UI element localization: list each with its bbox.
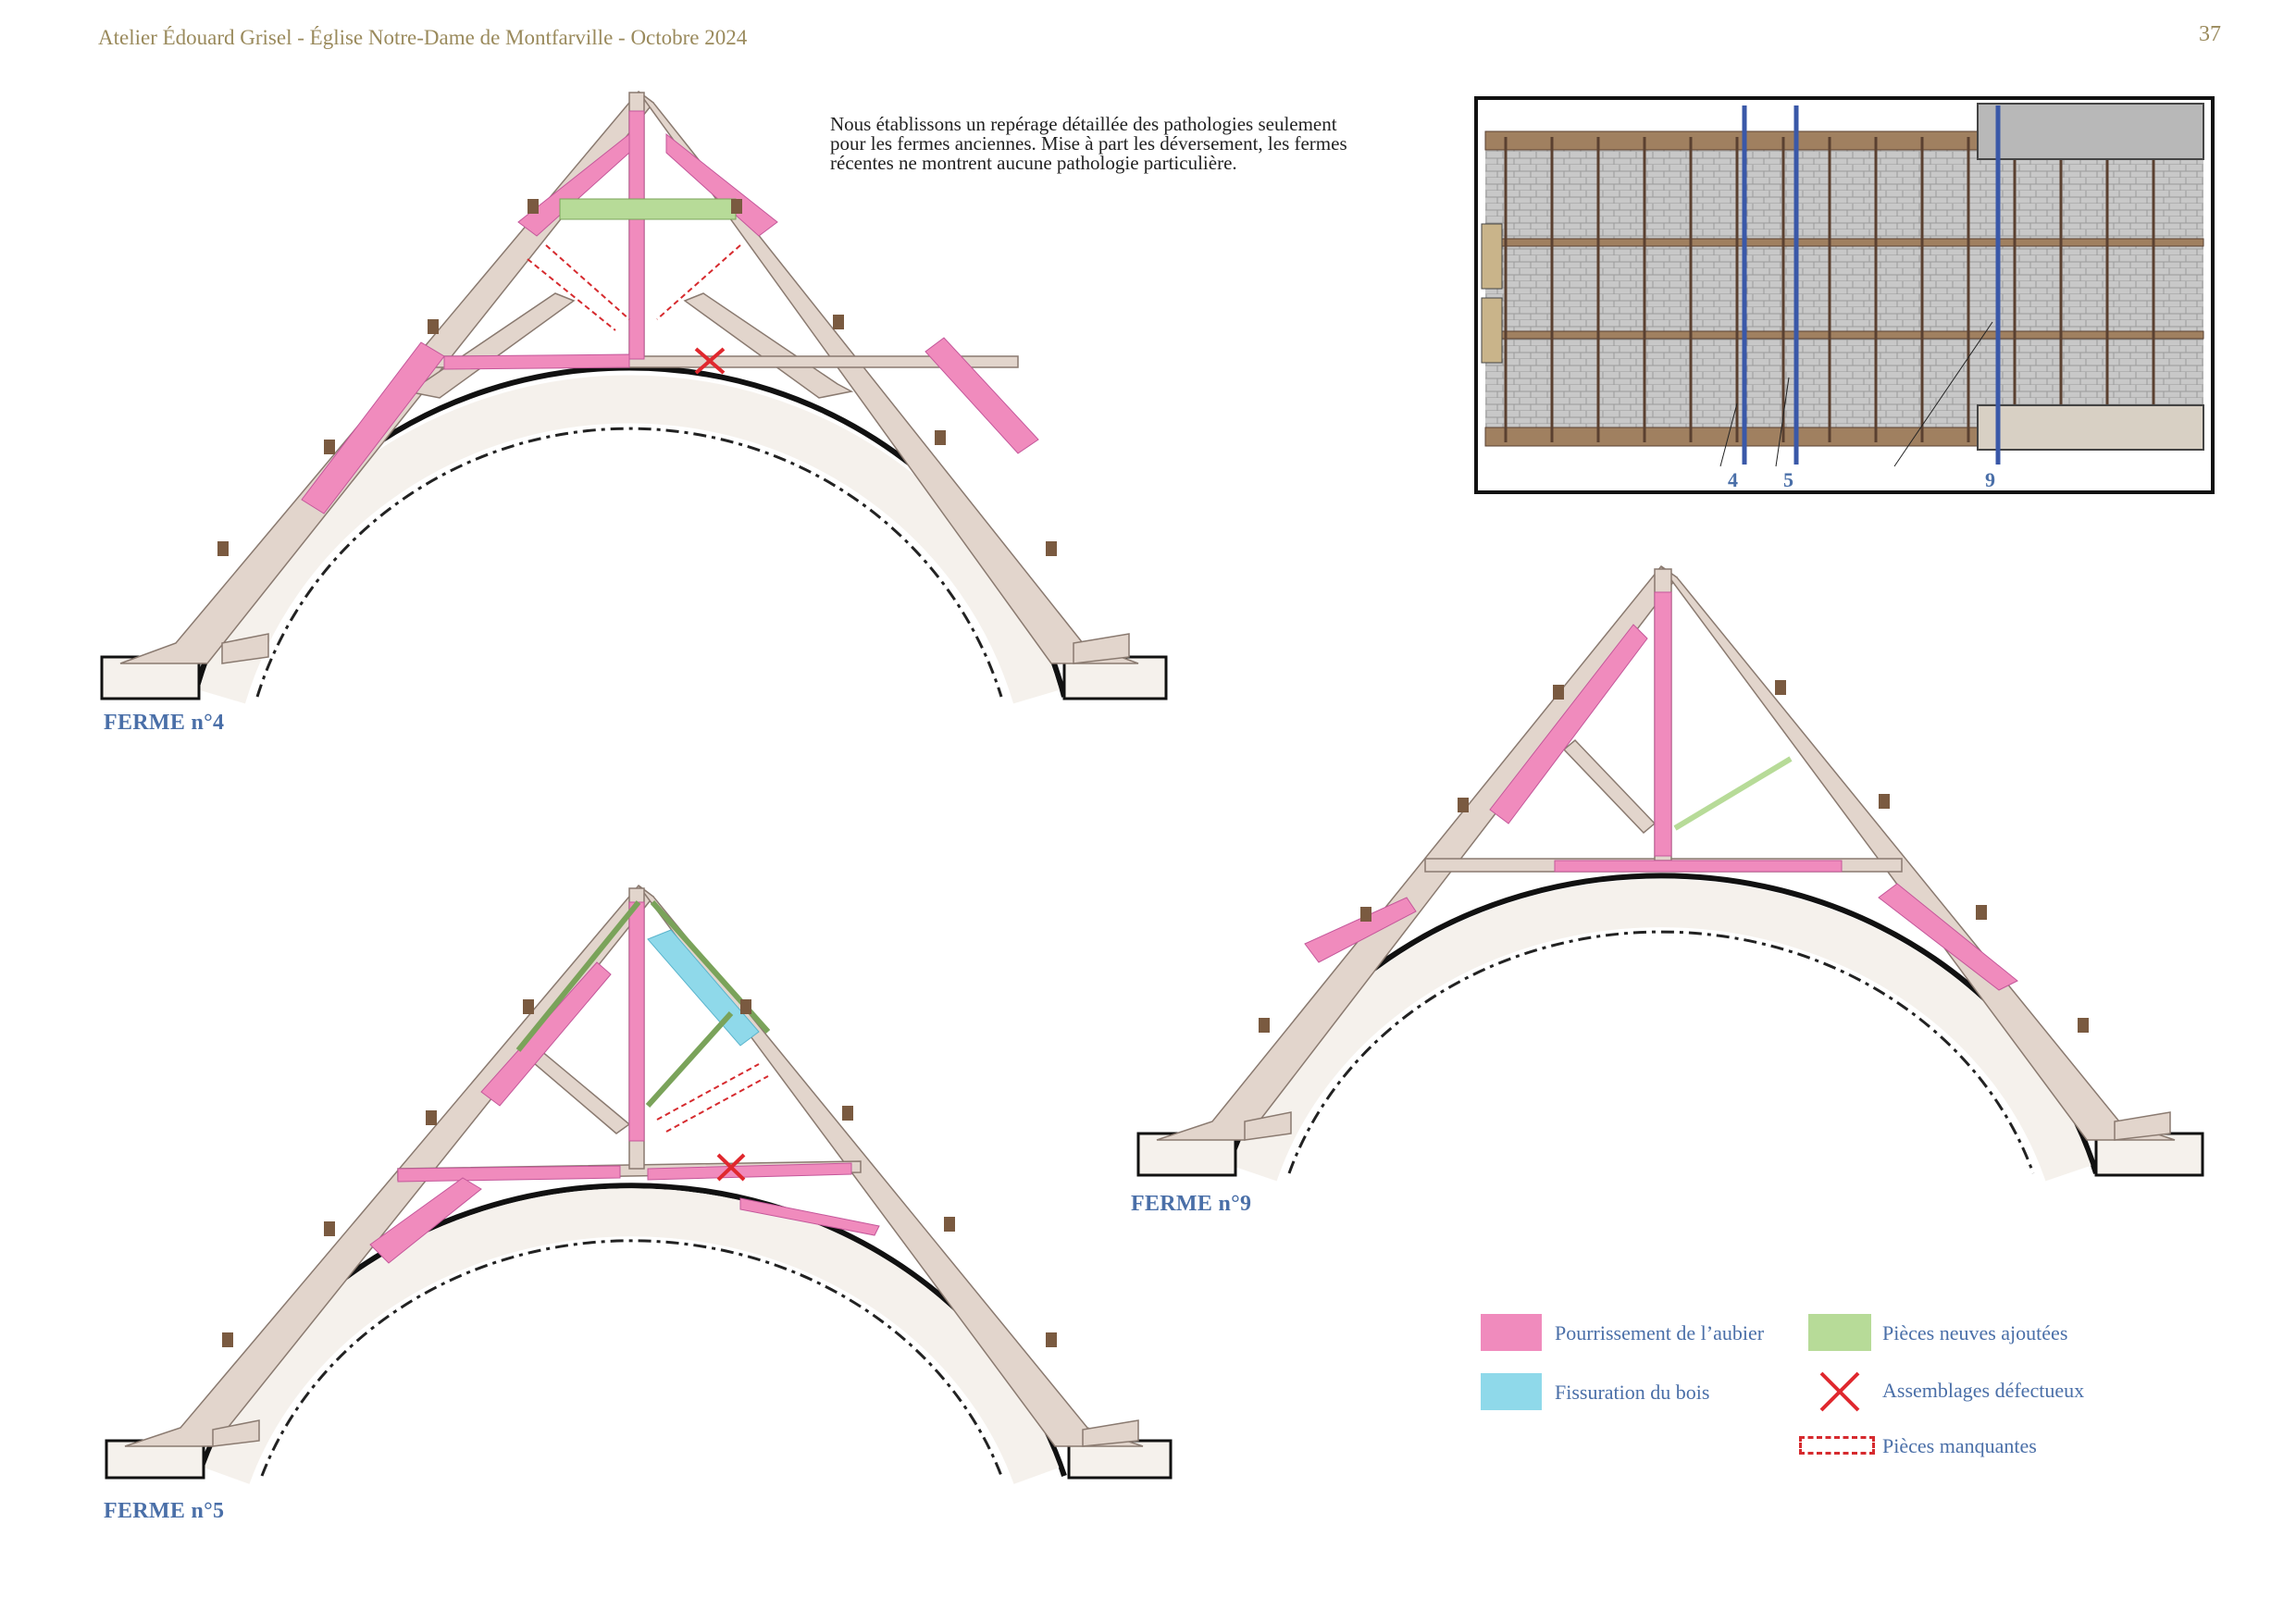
document-header: Atelier Édouard Grisel - Église Notre-Da… <box>98 26 748 49</box>
new-pieces <box>559 198 737 220</box>
plan-marker-5: 5 <box>1783 468 1793 491</box>
legend: Pourrissement de l’aubier Pièces neuves … <box>1481 1314 2203 1481</box>
intro-line: récentes ne montrent aucune pathologie p… <box>830 152 1237 174</box>
plan-tower-base <box>1977 404 2204 451</box>
plan-buttress <box>1481 297 1503 364</box>
brace-left <box>1562 738 1657 835</box>
rafter-right <box>1660 565 2176 1141</box>
legend-swatch-crack <box>1481 1373 1542 1410</box>
sole-piece-right <box>1082 1419 1139 1447</box>
truss-label-ferme-9: FERME n°9 <box>1131 1192 1252 1216</box>
legend-label-crack: Fissuration du bois <box>1555 1381 1710 1404</box>
plan-tower <box>1977 103 2204 160</box>
sole-piece-right <box>1073 633 1130 664</box>
dashed-box-icon <box>1799 1436 1875 1455</box>
truss-drawing-ferme-9 <box>1136 564 2204 1182</box>
missing-pieces <box>527 244 741 331</box>
truss-drawing-ferme-5 <box>105 884 1173 1484</box>
rot-zones <box>1304 591 2018 991</box>
page-number: 37 <box>2199 22 2221 46</box>
purlins <box>217 199 1057 556</box>
rot-zones <box>369 901 880 1264</box>
rafter-left <box>119 90 655 664</box>
plan-marker-9: 9 <box>1985 468 1995 491</box>
defective-joint-icon <box>694 347 726 375</box>
legend-swatch-new <box>1808 1314 1871 1351</box>
roof-plan-drawing <box>1481 103 2204 467</box>
intro-paragraph: Nous établissons un repérage détaillée d… <box>830 115 1441 173</box>
legend-swatch-rot <box>1481 1314 1542 1351</box>
crack-zone <box>647 929 760 1047</box>
roof-plan-inset: 4 5 9 <box>1474 96 2215 494</box>
cross-icon <box>1819 1371 1860 1412</box>
truss-drawing-ferme-4 <box>100 90 1168 704</box>
plan-rafters <box>1504 137 2155 442</box>
new-pieces <box>1673 756 1793 831</box>
sole-piece-left <box>221 633 269 664</box>
sole-piece-left <box>1244 1111 1292 1141</box>
vault <box>192 365 1067 704</box>
rot-zones <box>301 110 1039 514</box>
legend-label-new: Pièces neuves ajoutées <box>1882 1321 2068 1344</box>
brace-left <box>526 1049 631 1134</box>
plan-marker-4: 4 <box>1728 468 1738 491</box>
truss-label-ferme-4: FERME n°4 <box>104 711 225 735</box>
plan-buttress <box>1481 223 1503 290</box>
rafter-left <box>1156 564 1679 1141</box>
defective-joint-icon <box>716 1153 746 1182</box>
sole-piece-left <box>212 1419 260 1447</box>
purlins <box>222 999 1057 1347</box>
legend-label-joint: Assemblages défectueux <box>1882 1379 2085 1402</box>
legend-label-missing: Pièces manquantes <box>1882 1434 2037 1457</box>
brace-right <box>683 292 854 399</box>
purlins <box>1259 680 2089 1033</box>
sole-piece-right <box>2114 1111 2171 1141</box>
intro-line: pour les fermes anciennes. Mise à part l… <box>830 132 1347 155</box>
truss-label-ferme-5: FERME n°5 <box>104 1499 225 1523</box>
wall-right <box>1062 655 1168 700</box>
missing-pieces <box>656 1063 769 1133</box>
section-leaders <box>1719 321 1993 467</box>
intro-line: Nous établissons un repérage détaillée d… <box>830 113 1337 135</box>
section-lines <box>1742 105 2001 465</box>
legend-label-rot: Pourrissement de l’aubier <box>1555 1321 1765 1344</box>
plan-vault-surface <box>1485 131 2203 446</box>
